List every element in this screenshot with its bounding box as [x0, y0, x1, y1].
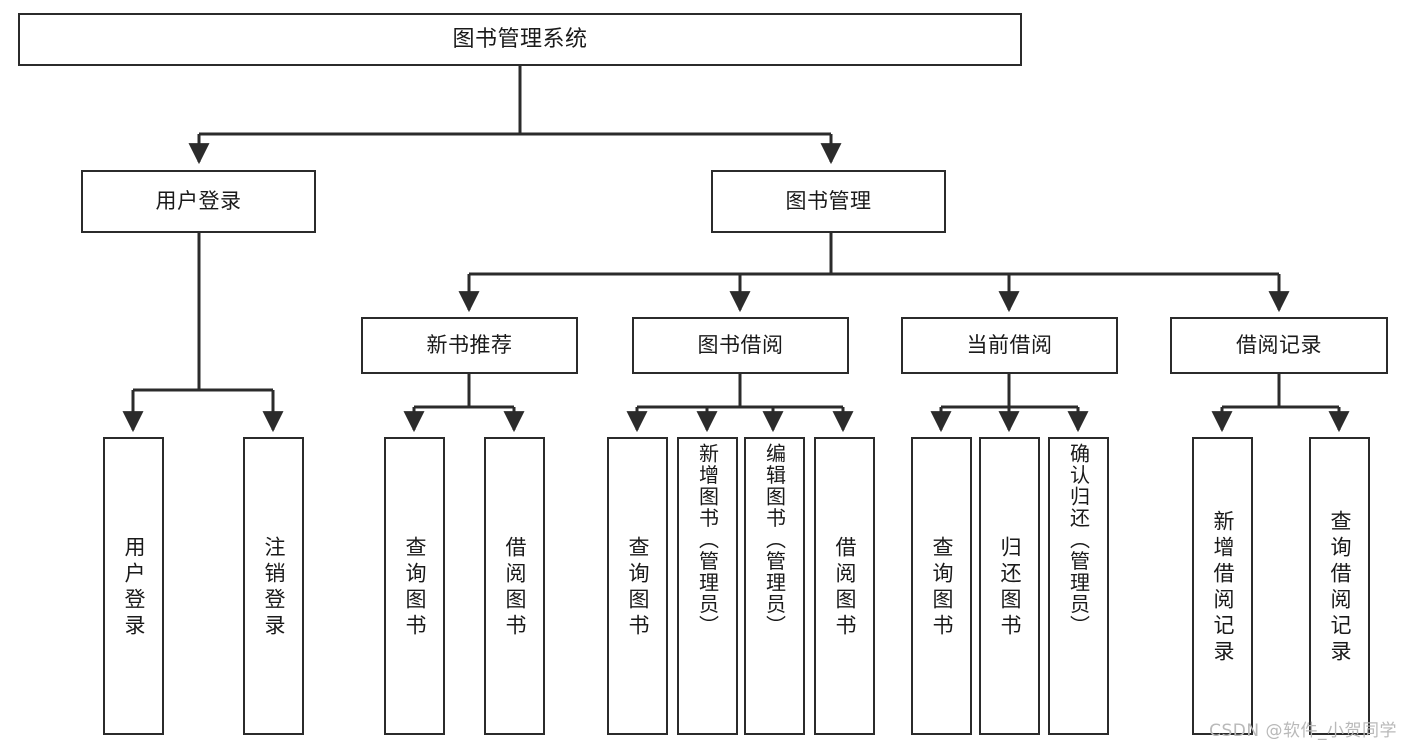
node-label: 当前借阅	[966, 333, 1053, 358]
node-label: 图书管理系统	[452, 26, 588, 52]
node-label: 图书管理	[785, 189, 872, 214]
node-current-borrow[interactable]: 当前借阅	[901, 317, 1118, 374]
node-leaf-add-book-admin[interactable]: 新增图书（管理员）	[677, 437, 738, 735]
node-leaf-query-borrow-record[interactable]: 查询借阅记录	[1309, 437, 1370, 735]
node-label: 归还图书	[998, 536, 1022, 640]
node-label: 借阅图书	[833, 536, 857, 640]
node-label: 查询图书	[626, 536, 650, 640]
node-book-management[interactable]: 图书管理	[711, 170, 946, 233]
node-leaf-query-book-borrow[interactable]: 查询图书	[607, 437, 668, 735]
node-leaf-edit-book-admin[interactable]: 编辑图书（管理员）	[744, 437, 805, 735]
node-leaf-query-book-recommend[interactable]: 查询图书	[384, 437, 445, 735]
node-label: 图书借阅	[697, 333, 784, 358]
csdn-watermark: CSDN @软件_小贺同学	[1209, 721, 1397, 741]
node-borrow-record[interactable]: 借阅记录	[1170, 317, 1388, 374]
node-new-book-recommend[interactable]: 新书推荐	[361, 317, 578, 374]
node-label: 查询图书	[930, 536, 954, 640]
node-label: 查询借阅记录	[1328, 510, 1352, 666]
node-label: 新书推荐	[426, 333, 513, 358]
node-leaf-user-login[interactable]: 用户登录	[103, 437, 164, 735]
node-label: 注销登录	[262, 536, 286, 640]
node-book-borrow[interactable]: 图书借阅	[632, 317, 849, 374]
node-leaf-borrow-book[interactable]: 借阅图书	[814, 437, 875, 735]
node-label: 借阅记录	[1236, 333, 1322, 358]
node-label: 用户登录	[155, 189, 242, 214]
node-label: 确认归还（管理员）	[1066, 443, 1091, 637]
node-leaf-add-borrow-record[interactable]: 新增借阅记录	[1192, 437, 1253, 735]
node-label: 新增图书（管理员）	[695, 443, 720, 637]
node-label: 借阅图书	[503, 536, 527, 640]
node-leaf-logout[interactable]: 注销登录	[243, 437, 304, 735]
node-leaf-borrow-book-recommend[interactable]: 借阅图书	[484, 437, 545, 735]
node-label: 新增借阅记录	[1211, 510, 1235, 666]
node-root-library-system[interactable]: 图书管理系统	[18, 13, 1022, 66]
node-label: 查询图书	[403, 536, 427, 640]
node-label: 编辑图书（管理员）	[762, 443, 787, 637]
node-user-login[interactable]: 用户登录	[81, 170, 316, 233]
node-leaf-query-book-current[interactable]: 查询图书	[911, 437, 972, 735]
node-leaf-confirm-return-admin[interactable]: 确认归还（管理员）	[1048, 437, 1109, 735]
node-leaf-return-book[interactable]: 归还图书	[979, 437, 1040, 735]
node-label: 用户登录	[122, 536, 146, 640]
